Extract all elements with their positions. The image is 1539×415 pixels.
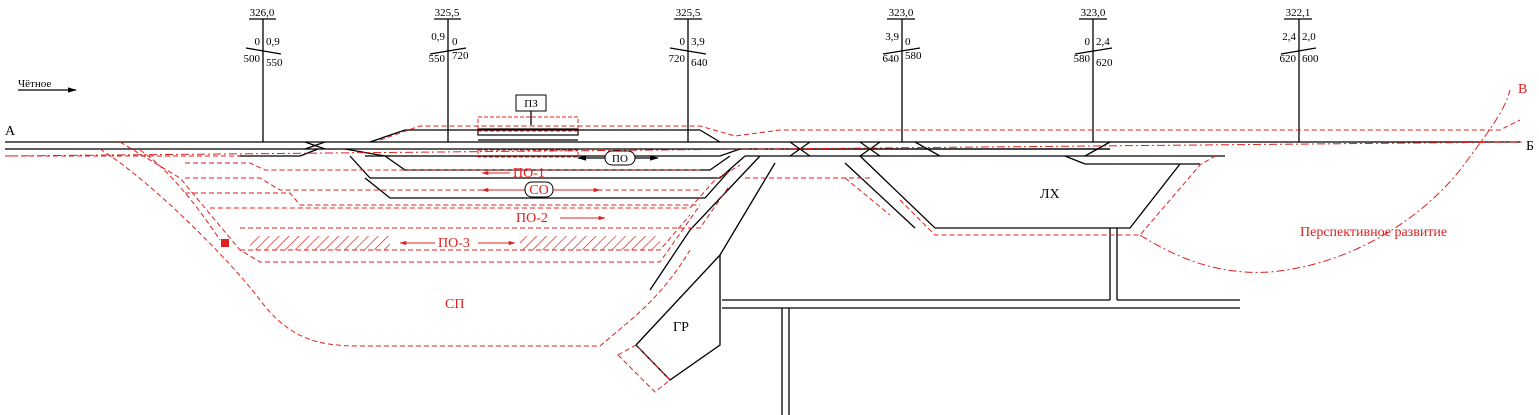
profile-left-length: 640 [883,53,900,65]
so-text: СО [529,183,548,198]
profile-marker: 325,5 0 3,9 720 640 [669,7,708,142]
station-a-label: А [5,124,16,139]
signal-square-icon [221,239,229,247]
profile-right-length: 640 [691,57,708,69]
po-text: ПО [612,153,628,165]
profile-right-length: 600 [1302,53,1319,65]
profile-km: 323,0 [889,7,914,19]
profile-left-slope: 0,9 [431,31,445,43]
po3-text: ПО-3 [438,236,470,251]
existing-tracks [5,128,1520,415]
po1-label: ПО-1 [481,166,545,181]
po-label: ПО [577,150,659,166]
po2-label: ПО-2 [516,211,606,226]
perspective-label: Перспективное развитие [1300,225,1447,240]
profile-left-slope: 2,4 [1282,31,1296,43]
po1-text: ПО-1 [513,166,545,181]
station-b-label: Б [1526,139,1534,154]
station-v-label: В [1518,82,1527,97]
profile-right-length: 550 [266,57,283,69]
profile-marker: 323,0 3,9 0 640 580 [883,7,922,142]
profile-km: 323,0 [1081,7,1106,19]
profile-km: 326,0 [250,7,275,19]
gr-label: ГР [673,320,689,335]
profile-marker: 326,0 0 0,9 500 550 [244,7,283,142]
pz-label-box: ПЗ [515,94,547,125]
profile-right-length: 720 [452,50,469,62]
profile-right-length: 620 [1096,57,1113,69]
so-label: СО [481,181,601,198]
direction-label: Чётное [18,78,51,90]
profile-right-length: 580 [905,50,922,62]
po2-text: ПО-2 [516,211,548,226]
direction-indicator: Чётное [18,78,77,93]
sp-label: СП [445,297,464,312]
profile-km: 322,1 [1286,7,1311,19]
profile-markers: 326,0 0 0,9 500 550 325,5 0,9 0 550 720 … [244,7,1319,142]
profile-marker: 322,1 2,4 2,0 620 600 [1280,7,1319,142]
profile-km: 325,5 [676,7,701,19]
profile-right-slope: 0,9 [266,36,280,48]
profile-right-slope: 2,4 [1096,36,1110,48]
profile-left-slope: 0 [680,36,686,48]
po3-hatch-right [520,236,660,250]
profile-km: 325,5 [435,7,460,19]
profile-left-length: 550 [429,53,446,65]
planned-tracks [4,89,1526,393]
po3-hatch-left [250,236,390,250]
profile-left-slope: 0 [1085,36,1091,48]
profile-left-length: 620 [1280,53,1297,65]
profile-right-slope: 0 [905,36,911,48]
profile-left-slope: 3,9 [885,31,899,43]
profile-right-slope: 3,9 [691,36,705,48]
po3-label: ПО-3 [399,236,516,251]
profile-marker: 323,0 0 2,4 580 620 [1074,7,1113,142]
profile-left-slope: 0 [255,36,261,48]
profile-left-length: 580 [1074,53,1091,65]
profile-left-length: 720 [669,53,686,65]
profile-marker: 325,5 0,9 0 550 720 [429,7,469,142]
profile-right-slope: 0 [452,36,458,48]
lh-label: ЛХ [1040,187,1060,202]
pz-label: ПЗ [524,98,538,110]
profile-right-slope: 2,0 [1302,31,1316,43]
profile-left-length: 500 [244,53,261,65]
